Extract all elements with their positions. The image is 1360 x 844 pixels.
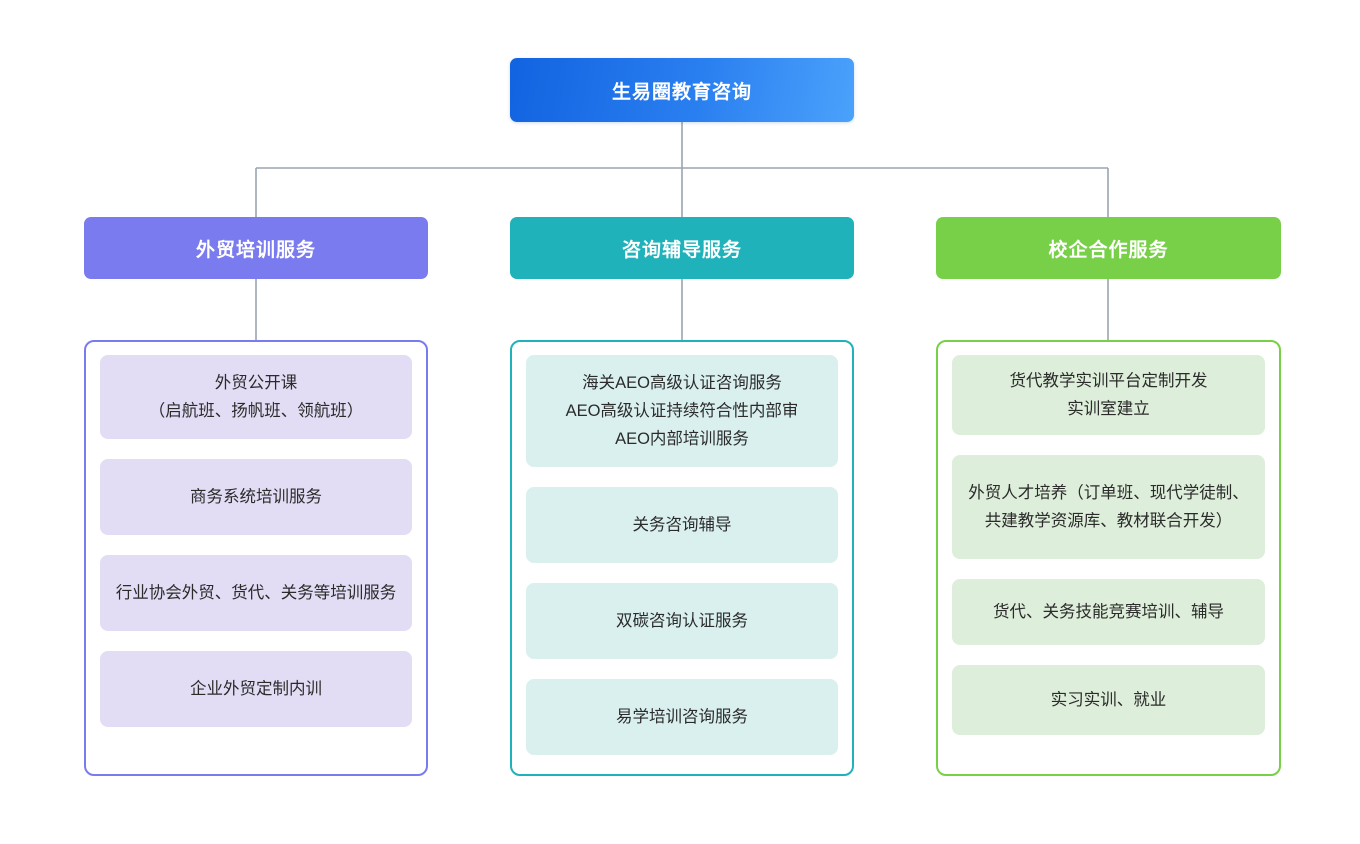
branch-column-2: 咨询辅导服务 海关AEO高级认证咨询服务 AEO高级认证持续符合性内部审 AEO… bbox=[510, 217, 854, 776]
branch-items-box-3: 货代教学实训平台定制开发 实训室建立 外贸人才培养（订单班、现代学徒制、共建教学… bbox=[936, 340, 1281, 776]
branch-2-item-1[interactable]: 关务咨询辅导 bbox=[526, 487, 838, 563]
branch-1-item-2[interactable]: 行业协会外贸、货代、关务等培训服务 bbox=[100, 555, 412, 631]
root-node-label: 生易圈教育咨询 bbox=[611, 81, 752, 103]
branch-items-box-1: 外贸公开课 （启航班、扬帆班、领航班） 商务系统培训服务 行业协会外贸、货代、关… bbox=[84, 340, 428, 776]
branch-1-item-1[interactable]: 商务系统培训服务 bbox=[100, 459, 412, 535]
branch-1-item-3[interactable]: 企业外贸定制内训 bbox=[100, 651, 412, 727]
branch-header-3[interactable]: 校企合作服务 bbox=[936, 217, 1281, 279]
branch-2-item-0[interactable]: 海关AEO高级认证咨询服务 AEO高级认证持续符合性内部审 AEO内部培训服务 bbox=[526, 355, 838, 467]
branch-column-1: 外贸培训服务 外贸公开课 （启航班、扬帆班、领航班） 商务系统培训服务 行业协会… bbox=[84, 217, 428, 776]
branch-header-label-1: 外贸培训服务 bbox=[195, 239, 316, 261]
branch-header-label-3: 校企合作服务 bbox=[1048, 239, 1169, 261]
branch-2-item-2[interactable]: 双碳咨询认证服务 bbox=[526, 583, 838, 659]
branch-3-item-2[interactable]: 货代、关务技能竞赛培训、辅导 bbox=[952, 579, 1265, 645]
branch-3-item-0[interactable]: 货代教学实训平台定制开发 实训室建立 bbox=[952, 355, 1265, 435]
branch-header-label-2: 咨询辅导服务 bbox=[621, 239, 742, 261]
root-node[interactable]: 生易圈教育咨询 bbox=[510, 58, 854, 122]
branch-items-box-2: 海关AEO高级认证咨询服务 AEO高级认证持续符合性内部审 AEO内部培训服务 … bbox=[510, 340, 854, 776]
branch-header-2[interactable]: 咨询辅导服务 bbox=[510, 217, 854, 279]
branch-2-item-3[interactable]: 易学培训咨询服务 bbox=[526, 679, 838, 755]
branch-header-1[interactable]: 外贸培训服务 bbox=[84, 217, 428, 279]
branch-3-item-3[interactable]: 实习实训、就业 bbox=[952, 665, 1265, 735]
branch-3-item-1[interactable]: 外贸人才培养（订单班、现代学徒制、共建教学资源库、教材联合开发） bbox=[952, 455, 1265, 559]
branch-column-3: 校企合作服务 货代教学实训平台定制开发 实训室建立 外贸人才培养（订单班、现代学… bbox=[936, 217, 1281, 776]
branch-1-item-0[interactable]: 外贸公开课 （启航班、扬帆班、领航班） bbox=[100, 355, 412, 439]
